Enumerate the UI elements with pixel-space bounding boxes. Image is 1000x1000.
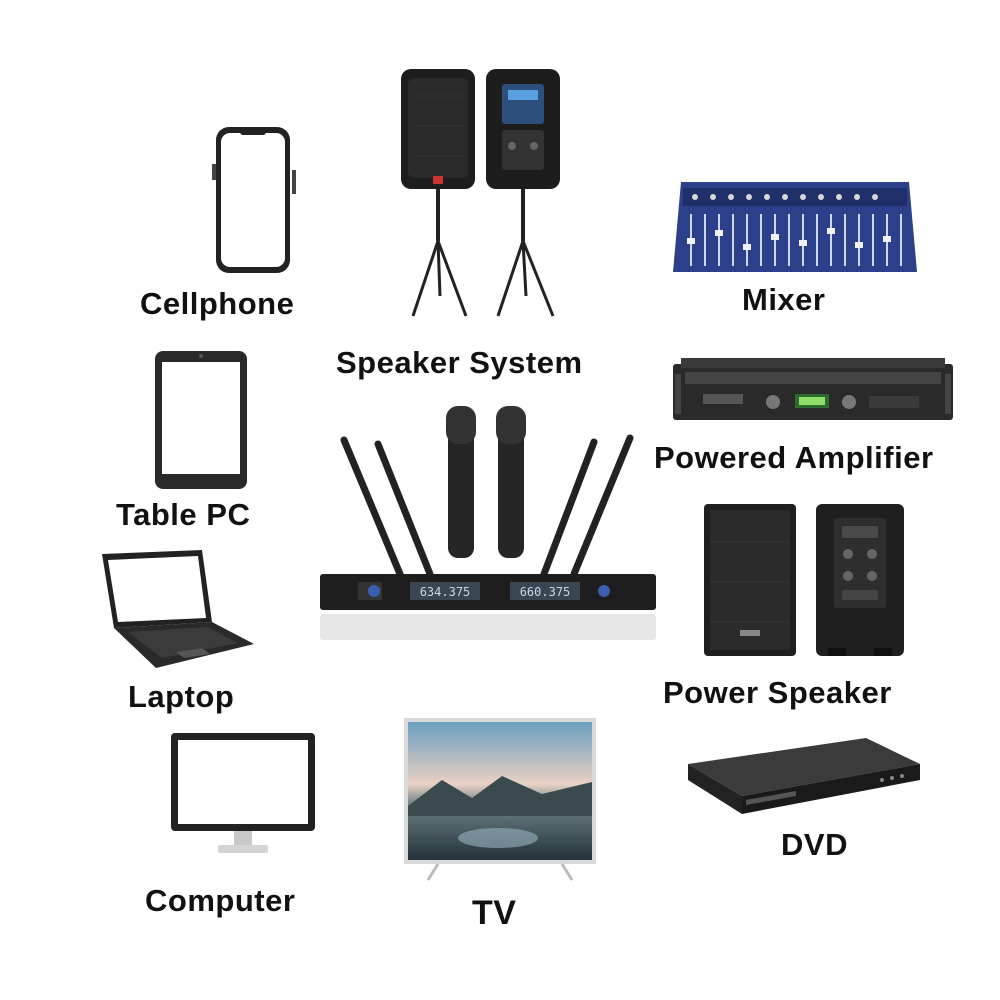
dvd-player-image — [688, 738, 920, 814]
tv-image — [404, 718, 596, 881]
tablet-image — [155, 351, 247, 489]
tv-label: TV — [472, 894, 517, 932]
laptop-image — [102, 550, 254, 668]
mixer-label: Mixer — [742, 282, 826, 317]
tablet-label: Table PC — [116, 497, 251, 532]
speaker-system-image — [401, 69, 560, 317]
laptop-label: Laptop — [128, 679, 235, 714]
cellphone-image — [212, 127, 296, 273]
computer-image — [171, 733, 315, 853]
receiver-left-display: 634.375 — [420, 585, 471, 599]
computer-label: Computer — [145, 883, 296, 918]
speaker-system-label: Speaker System — [336, 345, 583, 380]
power-speaker-label: Power Speaker — [663, 675, 892, 710]
wireless-mic-receiver-image: 634.375 660.375 — [320, 406, 656, 640]
power-speaker-image — [704, 504, 904, 656]
cellphone-label: Cellphone — [140, 286, 295, 321]
dvd-label: DVD — [781, 827, 848, 862]
amplifier-image — [673, 358, 953, 420]
mixer-image — [673, 182, 917, 272]
receiver-right-display: 660.375 — [520, 585, 571, 599]
amplifier-label: Powered Amplifier — [654, 440, 934, 475]
